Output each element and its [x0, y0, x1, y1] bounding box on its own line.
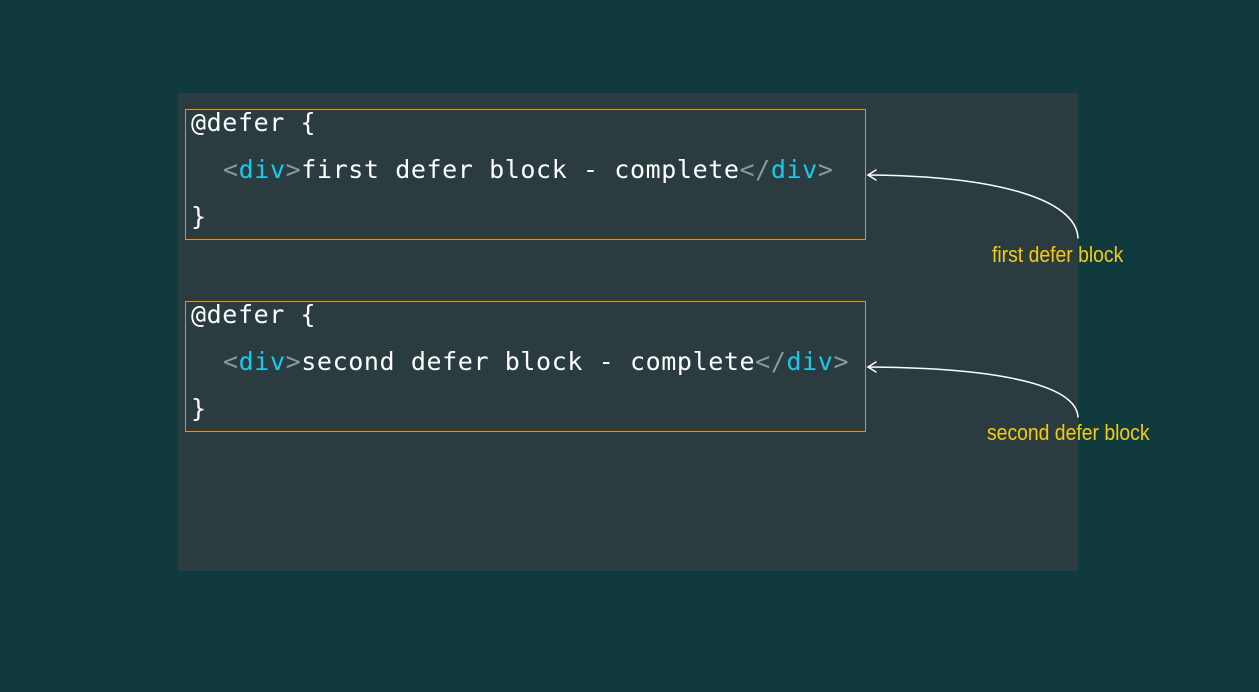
- code-panel: [178, 93, 1078, 571]
- div-line: <div>second defer block - complete</div>: [223, 347, 849, 377]
- annotation-label-first: first defer block: [992, 242, 1124, 267]
- tag-close-name: div: [786, 347, 834, 376]
- tag-close-gt: >: [817, 155, 834, 184]
- tag-name: div: [238, 347, 286, 376]
- tag-open-gt: >: [285, 155, 302, 184]
- tag-open-lt: <: [223, 155, 239, 184]
- tag-close-lt: </: [739, 155, 771, 184]
- tag-open-gt: >: [285, 347, 302, 376]
- defer-open-line: @defer {: [191, 108, 317, 137]
- tag-close-gt: >: [833, 347, 850, 376]
- annotation-label-second: second defer block: [987, 420, 1150, 445]
- defer-open-line: @defer {: [191, 300, 317, 329]
- div-content: first defer block - complete: [301, 155, 740, 184]
- div-line: <div>first defer block - complete</div>: [223, 155, 833, 185]
- defer-close-line: }: [191, 394, 207, 423]
- defer-close-line: }: [191, 202, 207, 231]
- tag-open-lt: <: [223, 347, 239, 376]
- tag-close-lt: </: [755, 347, 787, 376]
- tag-name: div: [238, 155, 286, 184]
- tag-close-name: div: [770, 155, 818, 184]
- div-content: second defer block - complete: [301, 347, 756, 376]
- defer-block-first: @defer { <div>first defer block - comple…: [185, 108, 866, 240]
- defer-block-second: @defer { <div>second defer block - compl…: [185, 300, 866, 432]
